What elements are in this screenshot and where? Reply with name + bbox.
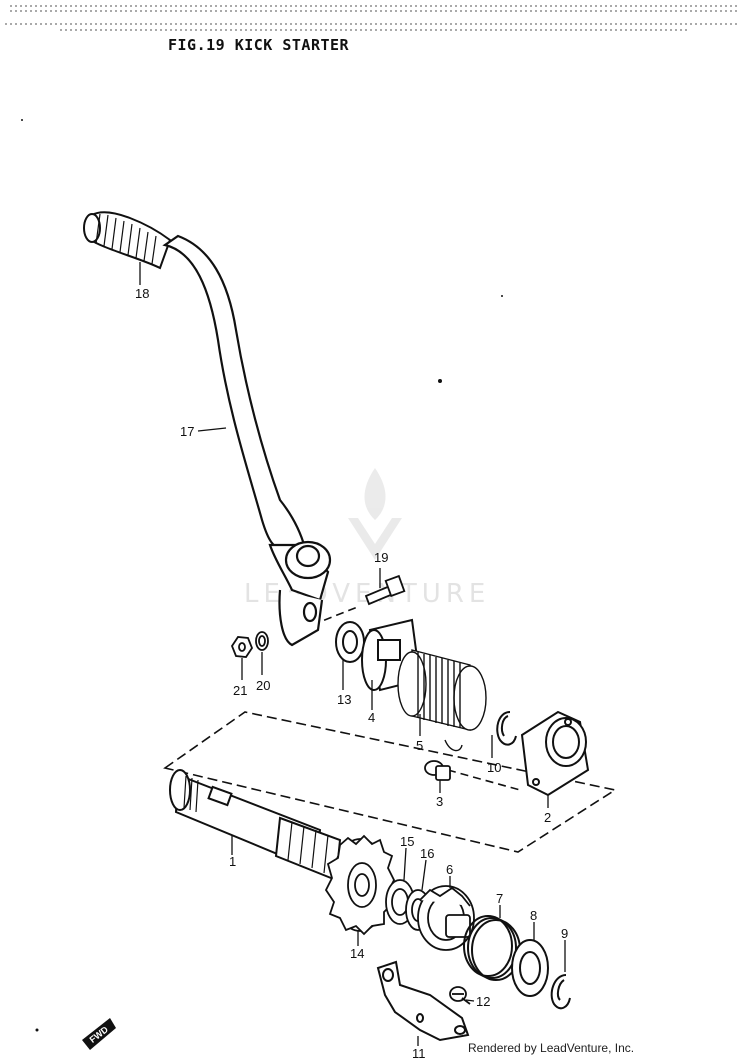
callout-12: 12	[476, 994, 490, 1009]
callout-16: 16	[420, 846, 434, 861]
callout-8: 8	[530, 908, 537, 923]
callout-13: 13	[337, 692, 351, 707]
callout-21: 21	[233, 683, 247, 698]
leadventure-watermark: LEADVENTURE	[244, 468, 485, 609]
scan-specks	[21, 119, 503, 1032]
part-21-nut	[230, 636, 254, 658]
callout-18: 18	[135, 286, 149, 301]
part-19-bolt	[364, 574, 406, 606]
part-20-washer	[255, 631, 269, 651]
callout-3: 3	[436, 794, 443, 809]
callout-1: 1	[229, 854, 236, 869]
part-6-ratchet	[417, 885, 475, 951]
callout-19: 19	[374, 550, 388, 565]
part-17-kick-lever	[162, 234, 332, 647]
footer-credit: Rendered by LeadVenture, Inc.	[468, 1041, 635, 1055]
part-11-stopper-plate	[376, 960, 470, 1042]
callout-9: 9	[561, 926, 568, 941]
callout-labels: 18 17 19 20 21 13 4 5 10 3 2 1 15 16 6 7…	[135, 286, 568, 1060]
callout-2: 2	[544, 810, 551, 825]
part-9-circlip	[550, 974, 571, 1010]
fwd-arrow: FWD	[82, 1018, 116, 1050]
callout-14: 14	[350, 946, 364, 961]
part-12-screw	[449, 986, 471, 1005]
callout-7: 7	[496, 891, 503, 906]
scan-noise-header	[5, 5, 740, 31]
callout-5: 5	[416, 738, 423, 753]
part-18-grip	[83, 211, 172, 270]
part-13-seal	[335, 621, 365, 663]
part-2-bracket	[520, 710, 590, 797]
callout-20: 20	[256, 678, 270, 693]
leader-lines	[139, 262, 566, 1046]
part-14-gear	[324, 834, 396, 936]
part-10-circlip	[496, 711, 517, 746]
callout-4: 4	[368, 710, 375, 725]
figure-title: FIG.19 KICK STARTER	[168, 36, 350, 54]
callout-15: 15	[400, 834, 414, 849]
callout-6: 6	[446, 862, 453, 877]
callout-17: 17	[180, 424, 194, 439]
part-1-shaft	[169, 769, 342, 882]
assembly-frame	[163, 605, 618, 853]
part-3-plug	[424, 760, 451, 781]
callout-11: 11	[412, 1046, 426, 1060]
callout-10: 10	[487, 760, 501, 775]
part-8-washer	[511, 939, 549, 997]
part-5-spring	[397, 649, 487, 752]
